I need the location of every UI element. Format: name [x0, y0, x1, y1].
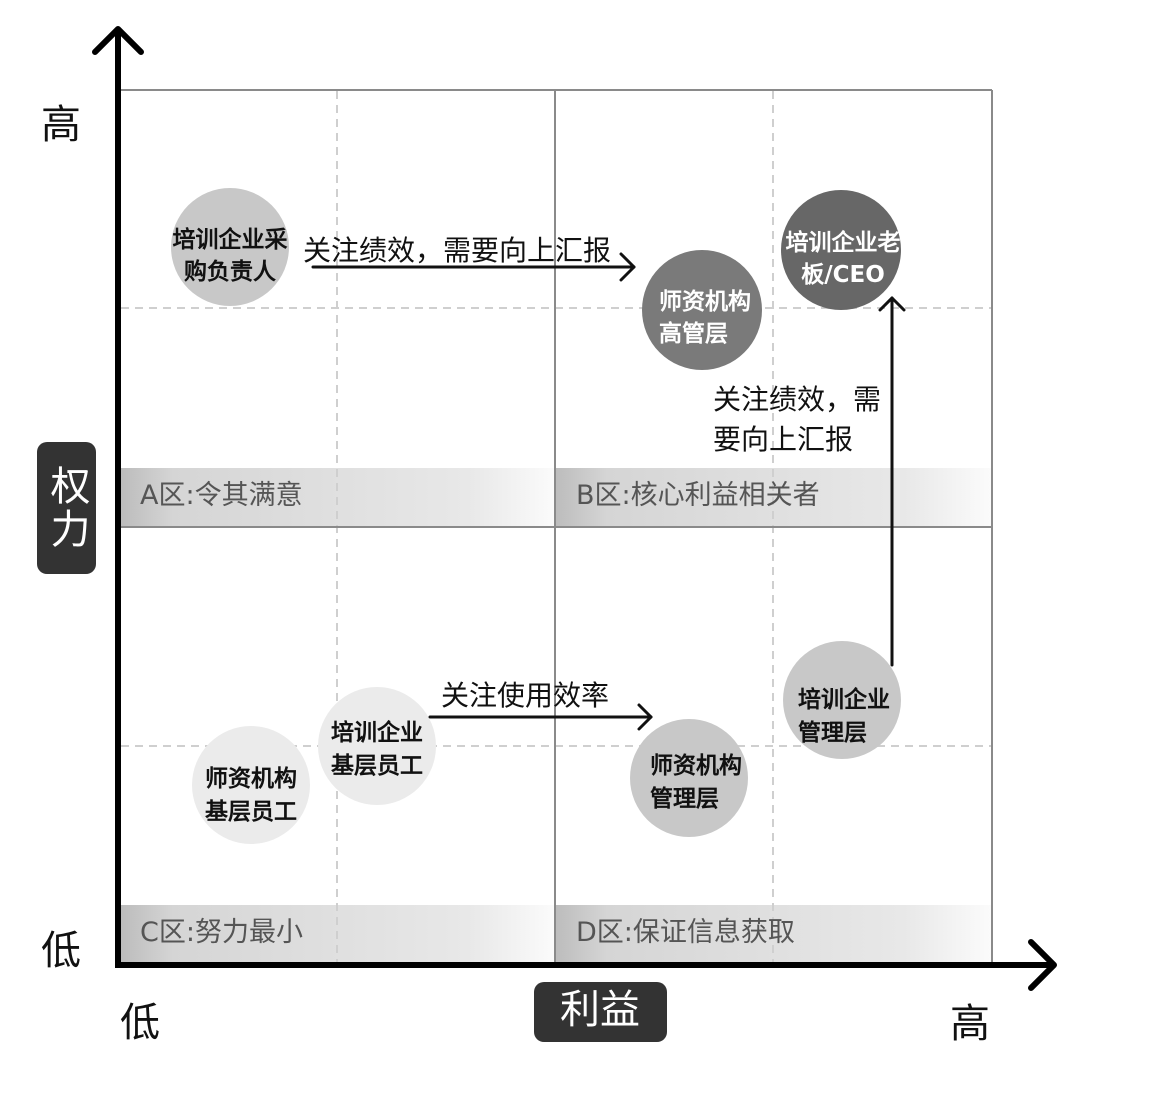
- node-label-line: 师资机构: [659, 288, 751, 315]
- node-label-line: 培训企业: [331, 719, 423, 746]
- node-circle: [783, 641, 901, 759]
- node-label-line: 高管层: [659, 320, 728, 347]
- arrow-staff-to-managers: 关注使用效率: [428, 679, 653, 731]
- node-label-line: 管理层: [650, 785, 719, 812]
- node-label-line: 培训企业老: [786, 229, 901, 256]
- node-label-line: 培训企业采: [173, 226, 288, 253]
- zone-c-label: C区:努力最小: [140, 917, 303, 948]
- node-label-line: 板/CEO: [801, 262, 885, 288]
- x-axis-title: 利益: [560, 987, 640, 1033]
- node-circle: [192, 726, 310, 844]
- arrowhead-icon: [637, 703, 653, 731]
- node-client-managers: 培训企业 管理层: [783, 641, 901, 759]
- node-circle: [642, 250, 762, 370]
- arrow-label: 关注绩效，需要向上汇报: [303, 234, 611, 267]
- node-circle: [630, 719, 748, 837]
- arrow-managers-to-ceo: 关注绩效，需 要向上汇报: [713, 296, 906, 667]
- node-label-line: 基层员工: [205, 799, 297, 825]
- node-circle: [171, 188, 289, 306]
- arrow-label-line: 要向上汇报: [713, 423, 853, 456]
- zone-b-label: B区:核心利益相关者: [576, 480, 820, 511]
- node-circle: [781, 190, 901, 310]
- x-axis-arrowhead-icon: [1028, 939, 1057, 991]
- y-axis-title-badge: 权力: [37, 442, 96, 574]
- x-axis-title-background: [534, 982, 667, 1042]
- x-axis-title-badge: 利益: [534, 982, 667, 1042]
- arrowhead-icon: [619, 252, 636, 282]
- node-label-line: 培训企业: [798, 686, 890, 713]
- node-label-line: 师资机构: [205, 765, 297, 792]
- zone-labels: A区:令其满意 B区:核心利益相关者 C区:努力最小 D区:保证信息获取: [140, 480, 820, 948]
- node-trainer-org-staff: 师资机构 基层员工: [192, 726, 310, 844]
- y-axis-high-label: 高: [41, 102, 81, 148]
- node-label-line: 购负责人: [184, 258, 277, 285]
- axes: [92, 26, 1057, 991]
- arrowhead-icon: [878, 296, 906, 312]
- node-client-staff: 培训企业 基层员工: [318, 687, 436, 805]
- node-client-procurement-lead: 培训企业采 购负责人: [171, 188, 289, 306]
- x-axis-low-label: 低: [120, 1000, 160, 1046]
- y-axis-arrowhead-icon: [92, 26, 144, 55]
- grid: [120, 89, 993, 963]
- y-axis-title: 权力: [43, 465, 90, 551]
- node-label-line: 基层员工: [331, 753, 423, 779]
- node-trainer-org-executives: 师资机构 高管层: [642, 250, 762, 370]
- node-label-line: 师资机构: [650, 752, 742, 779]
- zone-d-label: D区:保证信息获取: [576, 917, 795, 948]
- x-axis-high-label: 高: [950, 1001, 990, 1047]
- y-axis-low-label: 低: [41, 928, 81, 974]
- arrow-label-line: 关注绩效，需: [713, 383, 881, 416]
- zone-a-label: A区:令其满意: [140, 480, 303, 511]
- node-label-line: 管理层: [798, 719, 867, 746]
- node-circle: [318, 687, 436, 805]
- arrow-procurement-to-executives: 关注绩效，需要向上汇报: [303, 234, 636, 282]
- node-client-ceo: 培训企业老 板/CEO: [781, 190, 901, 310]
- node-trainer-org-managers: 师资机构 管理层: [630, 719, 748, 837]
- arrow-label: 关注使用效率: [441, 679, 609, 712]
